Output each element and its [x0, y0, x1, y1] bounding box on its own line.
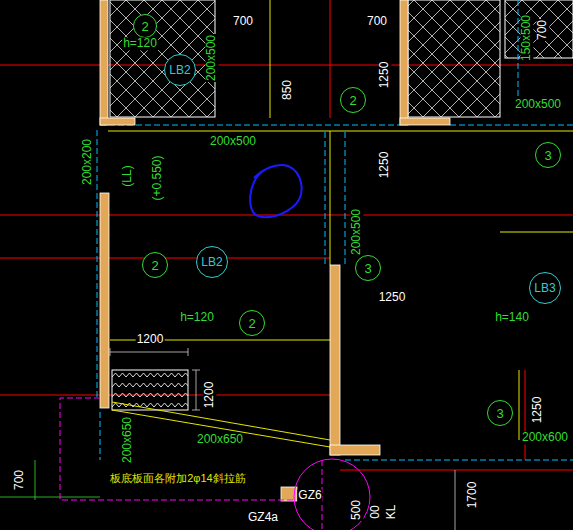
dimension-text-vertical: 1250: [378, 151, 391, 180]
slab-callout-circle: LB3: [529, 272, 561, 304]
dimension-text-vertical: 200x650: [121, 416, 134, 464]
dimension-text: h=120: [122, 37, 158, 50]
callout-text: 2: [141, 20, 148, 33]
dimension-text: h=120: [179, 311, 215, 324]
dimension-text: 700: [232, 15, 254, 28]
dimension-text: 板底板面各附加2φ14斜拉筋: [109, 472, 247, 484]
callout-text: LB2: [169, 64, 190, 76]
dimension-text-vertical: 1250: [378, 61, 391, 90]
dimension-text-vertical: 500: [350, 499, 363, 521]
dimension-text-vertical: 00: [369, 504, 382, 519]
hatched-openings: [110, 0, 573, 410]
dimension-text-vertical: (LL): [121, 164, 134, 187]
slab-callout-circle: 3: [487, 400, 513, 426]
callout-text: 3: [364, 262, 371, 275]
dimension-text-vertical: 150x500: [520, 14, 533, 62]
dimension-text-vertical: 200x500: [350, 208, 363, 256]
callout-text: 2: [151, 259, 158, 272]
dimension-text: 200x600: [521, 431, 569, 444]
callout-text: 2: [248, 317, 255, 330]
dimension-text-vertical: (+0.550): [151, 154, 164, 201]
dimension-text: 200x650: [196, 433, 244, 446]
dimension-text-vertical: 1200: [203, 381, 216, 410]
callout-text: 2: [349, 94, 356, 107]
dimension-text: GZ4a: [247, 511, 279, 524]
dimension-text-vertical: KL: [385, 504, 398, 521]
dimension-text-vertical: 1700: [466, 481, 479, 510]
dimension-text-vertical: 200x500: [205, 34, 218, 82]
callout-text: LB2: [201, 256, 222, 268]
slab-callout-circle: 2: [142, 252, 168, 278]
beam-lines: [97, 0, 573, 460]
dimension-text-vertical: 700: [13, 469, 26, 491]
callout-text: 3: [544, 149, 551, 162]
slab-callout-circle: 3: [535, 142, 561, 168]
dimension-text: 1250: [378, 291, 407, 304]
hand-sketch: [250, 165, 301, 217]
dimension-text-vertical: 200x200: [81, 138, 94, 186]
dimension-lines: [0, 348, 455, 530]
callout-text: LB3: [534, 282, 555, 294]
dimension-text-vertical: 850: [281, 79, 294, 101]
slab-callout-circle: LB2: [196, 246, 228, 278]
dimension-text: 700: [366, 15, 388, 28]
axis-lines: [0, 0, 573, 470]
slab-edge-lines: [108, 0, 573, 447]
walls: [100, 0, 450, 501]
slab-callout-circle: LB2: [164, 54, 196, 86]
dimension-text: h=140: [494, 311, 530, 324]
slab-callout-circle: 3: [355, 255, 381, 281]
dimension-text: 200x500: [514, 98, 562, 111]
dimension-text: 1200: [136, 333, 165, 346]
dimension-text-vertical: 1250: [531, 396, 544, 425]
dimension-text: 200x500: [209, 135, 257, 148]
slab-callout-circle: 2: [239, 310, 265, 336]
revision-marks: [60, 398, 370, 530]
slab-callout-circle: 2: [133, 14, 157, 38]
callout-text: 3: [496, 407, 503, 420]
dimension-text-vertical: 700: [536, 19, 549, 41]
dimension-text: GZ6: [297, 489, 322, 502]
slab-callout-circle: 2: [340, 87, 366, 113]
